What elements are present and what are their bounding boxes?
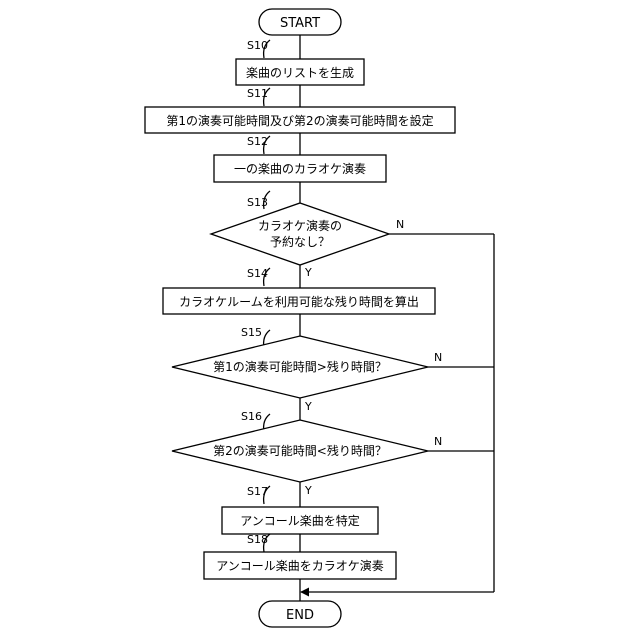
step-id-s16: S16 [241, 410, 262, 423]
step-s10-text: 楽曲のリストを生成 [246, 66, 354, 80]
branch-no-s13: N [396, 218, 404, 231]
branch-yes-s15: Y [304, 400, 312, 413]
step-id-s15: S15 [241, 326, 262, 339]
branch-no-s15: N [434, 351, 442, 364]
decision-s13-line2: 予約なし？ [270, 234, 330, 249]
decision-s13-line1: カラオケ演奏の [258, 218, 342, 233]
step-s17-text: アンコール楽曲を特定 [240, 513, 360, 528]
end-label: END [286, 608, 314, 623]
step-id-s17: S17 [247, 485, 268, 498]
decision-s16-text: 第2の演奏可能時間<残り時間？ [213, 443, 387, 458]
step-id-s13: S13 [247, 196, 268, 209]
branch-yes-s16: Y [304, 484, 312, 497]
branch-yes-s13: Y [304, 266, 312, 279]
step-id-s12: S12 [247, 135, 268, 148]
step-s12-text: 一の楽曲のカラオケ演奏 [234, 161, 366, 176]
step-id-s18: S18 [247, 533, 268, 546]
decision-s15-text: 第1の演奏可能時間>残り時間？ [213, 359, 387, 374]
step-s18-text: アンコール楽曲をカラオケ演奏 [216, 558, 384, 573]
branch-no-s16: N [434, 435, 442, 448]
step-s11-text: 第1の演奏可能時間及び第2の演奏可能時間を設定 [166, 113, 433, 128]
step-s14-text: カラオケルームを利用可能な残り時間を算出 [179, 294, 419, 309]
step-id-s14: S14 [247, 267, 268, 280]
decision-s13 [211, 203, 389, 265]
step-id-s11: S11 [247, 87, 268, 100]
step-id-s10: S10 [247, 39, 268, 52]
start-label: START [280, 16, 320, 31]
